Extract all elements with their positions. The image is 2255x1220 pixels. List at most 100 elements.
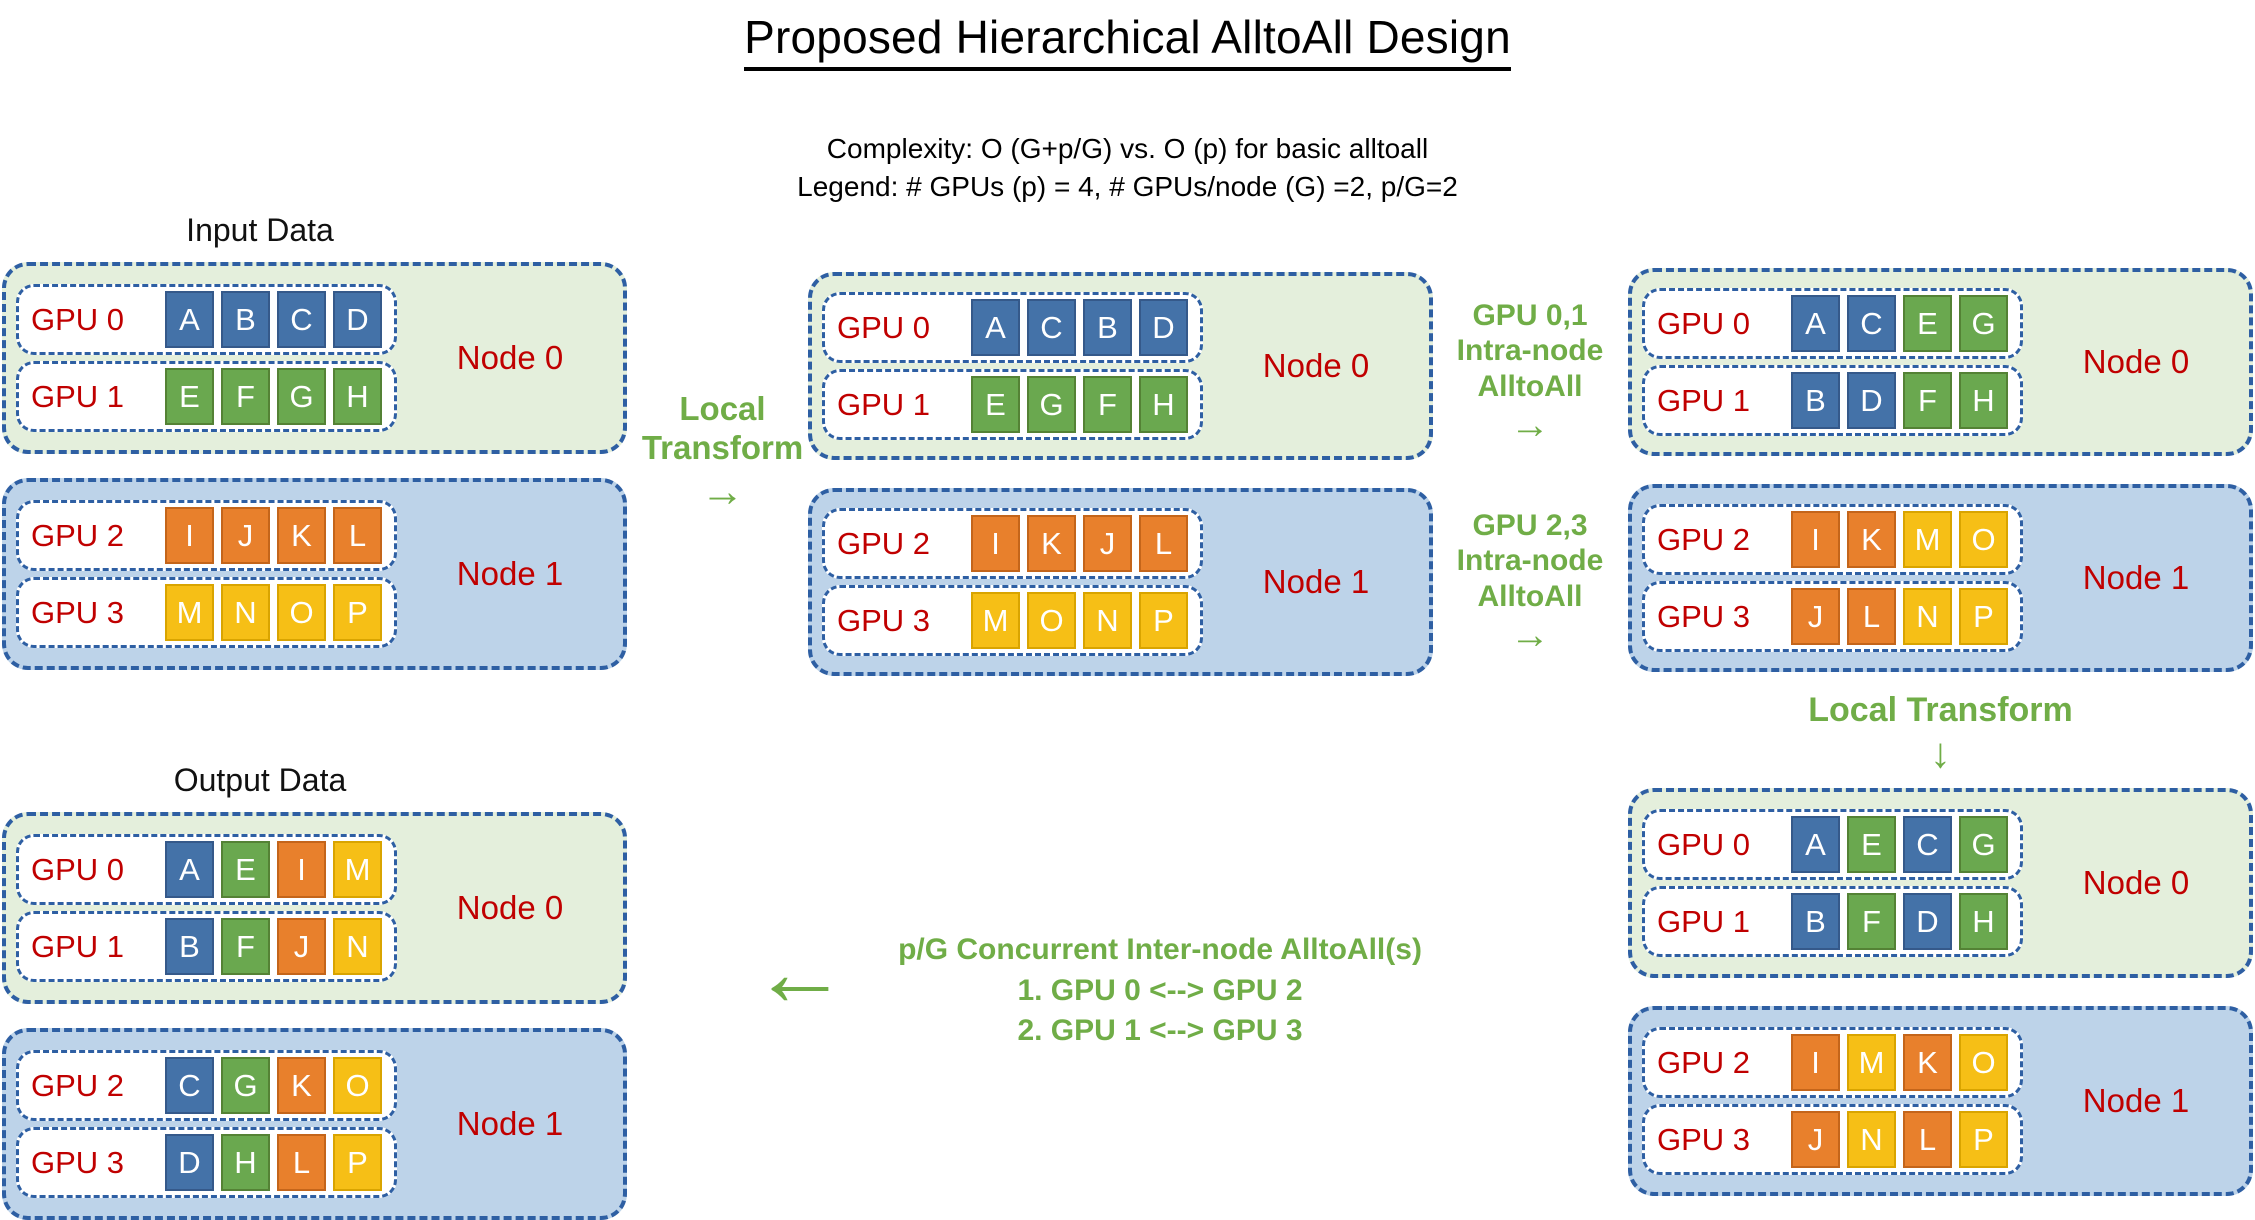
data-tile: A [971, 299, 1020, 356]
data-tile: H [1139, 376, 1188, 433]
data-tile: H [1959, 893, 2008, 950]
data-tile: F [1847, 893, 1896, 950]
data-tile: L [1139, 515, 1188, 572]
gpu-row: GPU 1 B D F H [1642, 365, 2023, 436]
gpu-row: GPU 0 A C B D [822, 292, 1203, 363]
gpu-label: GPU 2 [1657, 1044, 1751, 1080]
data-tile: J [1083, 515, 1132, 572]
data-tile: A [165, 291, 214, 348]
tile-group: J N L P [1791, 1111, 2008, 1168]
data-tile: H [221, 1134, 270, 1191]
gpu-label: GPU 2 [1657, 521, 1751, 557]
input-node0: GPU 0 A B C D GPU 1 E F G H Node 0 [2, 262, 627, 454]
data-tile: E [971, 376, 1020, 433]
data-tile: K [1903, 1034, 1952, 1091]
data-tile: E [165, 368, 214, 425]
data-tile: P [333, 584, 382, 641]
data-tile: D [333, 291, 382, 348]
complexity-line: Complexity: O (G+p/G) vs. O (p) for basi… [826, 133, 1429, 164]
gpu-rows: GPU 0 A E C G GPU 1 B F D H [1632, 800, 2023, 966]
gpu-row: GPU 3 M N O P [16, 577, 397, 648]
data-tile: E [1847, 816, 1896, 873]
gpu-row: GPU 3 D H L P [16, 1127, 397, 1198]
data-tile: P [1139, 592, 1188, 649]
data-tile: I [165, 507, 214, 564]
data-tile: I [277, 841, 326, 898]
data-tile: D [165, 1134, 214, 1191]
data-tile: C [1027, 299, 1076, 356]
data-tile: A [1791, 816, 1840, 873]
tile-group: E F G H [165, 368, 382, 425]
gpu-rows: GPU 2 I M K O GPU 3 J N L P [1632, 1018, 2023, 1184]
tile-group: I M K O [1791, 1034, 2008, 1091]
tile-group: A C B D [971, 299, 1188, 356]
tile-group: A B C D [165, 291, 382, 348]
gpu-rows: GPU 2 I K M O GPU 3 J L N P [1632, 495, 2023, 661]
tile-group: A E C G [1791, 816, 2008, 873]
data-tile: C [277, 291, 326, 348]
node-label: Node 1 [456, 555, 564, 592]
data-tile: K [1027, 515, 1076, 572]
gpu-label: GPU 2 [31, 1067, 125, 1103]
legend-line: Legend: # GPUs (p) = 4, # GPUs/node (G) … [797, 171, 1458, 202]
gpu-row: GPU 0 A E C G [1642, 809, 2023, 880]
tile-group: B D F H [1791, 372, 2008, 429]
data-tile: L [333, 507, 382, 564]
gpu-row: GPU 2 I K J L [822, 508, 1203, 579]
data-tile: D [1903, 893, 1952, 950]
node-label: Node 1 [2082, 559, 2190, 596]
node-label: Node 1 [1262, 563, 1370, 600]
tile-group: D H L P [165, 1134, 382, 1191]
data-tile: I [971, 515, 1020, 572]
data-tile: P [1959, 588, 2008, 645]
data-tile: D [1847, 372, 1896, 429]
data-tile: J [1791, 588, 1840, 645]
annotation-line: Transform [641, 428, 804, 466]
data-tile: B [1791, 372, 1840, 429]
gpu-label: GPU 0 [31, 301, 125, 337]
gpu-label: GPU 0 [1657, 305, 1751, 341]
annotation-local-transform-left: Local Transform → [625, 390, 820, 516]
data-tile: P [333, 1134, 382, 1191]
node-label: Node 0 [456, 889, 564, 926]
data-tile: H [1959, 372, 2008, 429]
gpu-label: GPU 1 [31, 378, 125, 414]
data-tile: P [1959, 1111, 2008, 1168]
gpu-row: GPU 1 E F G H [16, 361, 397, 432]
gpu-row: GPU 2 I K M O [1642, 504, 2023, 575]
arrow-right-icon: → [700, 466, 745, 516]
data-tile: F [221, 368, 270, 425]
gpu-label: GPU 0 [1657, 826, 1751, 862]
gpu-rows: GPU 2 I K J L GPU 3 M O N P [812, 499, 1203, 665]
data-tile: N [221, 584, 270, 641]
tile-group: C G K O [165, 1057, 382, 1114]
data-tile: O [1959, 511, 2008, 568]
data-tile: I [1791, 1034, 1840, 1091]
second-transform-node1: GPU 2 I M K O GPU 3 J N L P Node 1 [1628, 1006, 2253, 1196]
data-tile: C [165, 1057, 214, 1114]
data-tile: B [221, 291, 270, 348]
gpu-rows: GPU 0 A B C D GPU 1 E F G H [6, 275, 397, 441]
data-tile: A [165, 841, 214, 898]
data-tile: J [1791, 1111, 1840, 1168]
data-tile: N [333, 918, 382, 975]
annotation-line: Intra-node [1456, 334, 1604, 368]
data-tile: L [1903, 1111, 1952, 1168]
tile-group: M N O P [165, 584, 382, 641]
mid-node1: GPU 2 I K J L GPU 3 M O N P Node 1 [808, 488, 1433, 676]
arrow-right-icon: → [1510, 613, 1550, 658]
gpu-label: GPU 1 [837, 386, 931, 422]
subtitle-block: Complexity: O (G+p/G) vs. O (p) for basi… [0, 130, 2255, 206]
second-transform-node0: GPU 0 A E C G GPU 1 B F D H Node 0 [1628, 788, 2253, 978]
data-tile: M [333, 841, 382, 898]
annotation-line: AlltoAll [1477, 369, 1583, 403]
annotation-line: Intra-node [1456, 544, 1604, 578]
data-tile: E [221, 841, 270, 898]
gpu-label: GPU 3 [1657, 598, 1751, 634]
tile-group: J L N P [1791, 588, 2008, 645]
data-tile: O [1027, 592, 1076, 649]
gpu-rows: GPU 0 A E I M GPU 1 B F J N [6, 825, 397, 991]
page-title: Proposed Hierarchical AlltoAll Design [0, 10, 2255, 71]
gpu-row: GPU 1 B F J N [16, 911, 397, 982]
data-tile: N [1083, 592, 1132, 649]
